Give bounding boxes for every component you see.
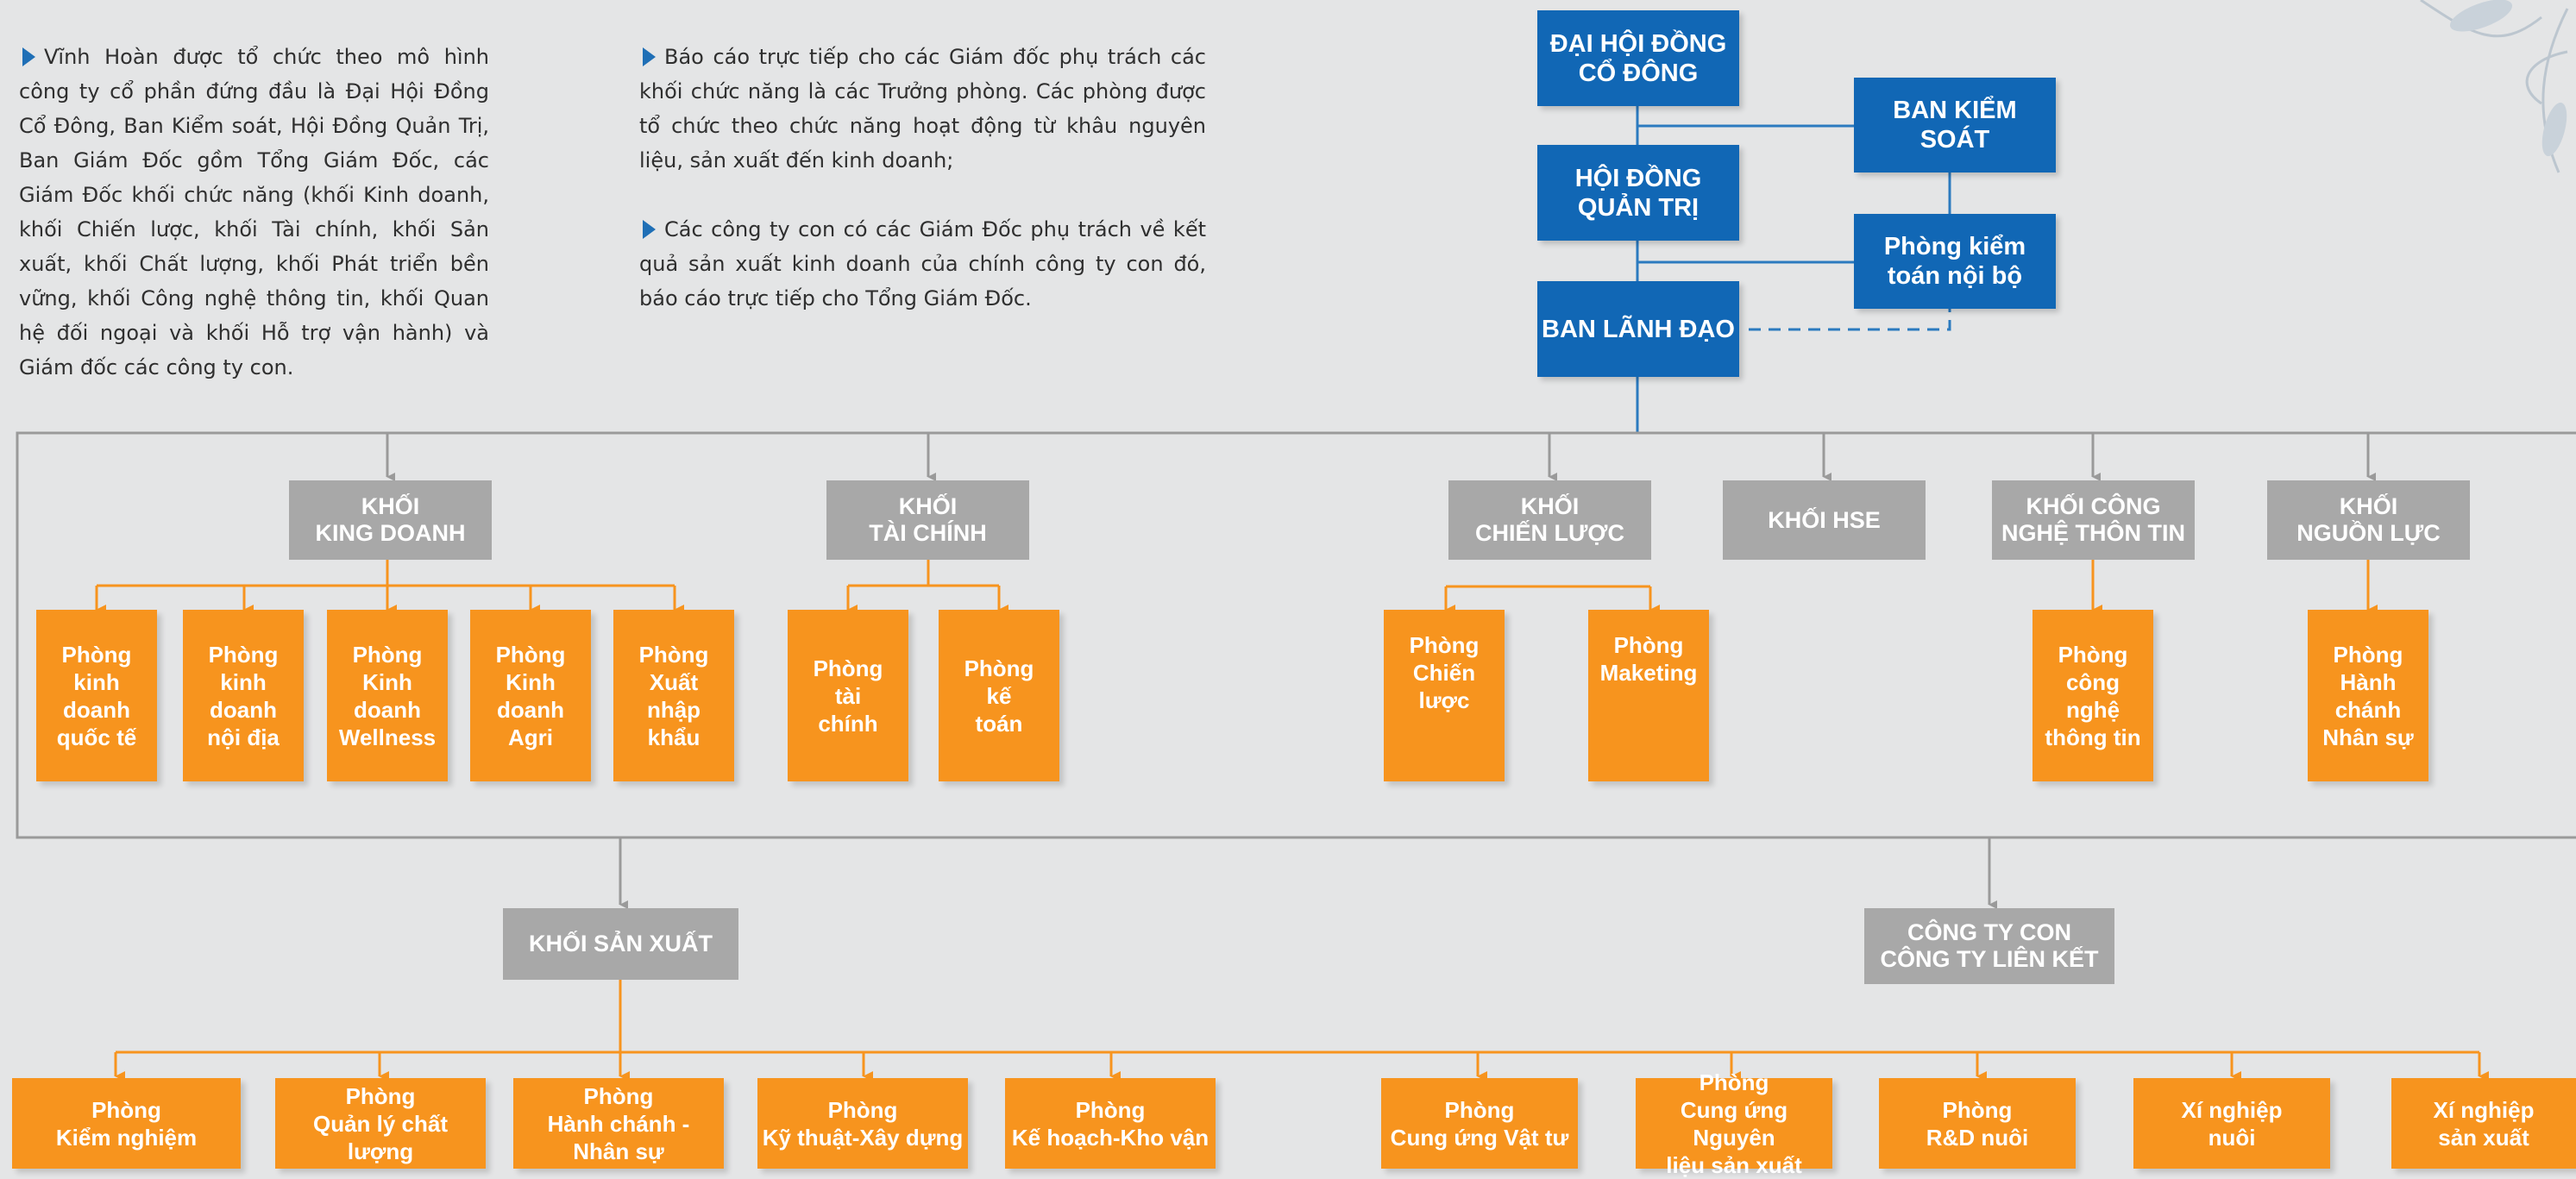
phong-maketing-box: Phòng Maketing	[1588, 610, 1709, 781]
khoi-chien-luoc-box: KHỐI CHIẾN LƯỢC	[1448, 480, 1651, 560]
phong-cong-nghe-thong-tin-box: Phòng công nghệ thông tin	[2033, 610, 2153, 781]
phong-xuat-nhap-khau-box: Phòng Xuất nhập khẩu	[613, 610, 734, 781]
triangle-bullet-icon	[643, 220, 656, 239]
intro-column-2: Báo cáo trực tiếp cho các Giám đốc phụ t…	[639, 40, 1206, 350]
dai-hoi-dong-co-dong-box: ĐẠI HỘI ĐỒNG CỔ ĐÔNG	[1537, 10, 1739, 106]
phong-cung-ung-nguyen-lieu-box: Phòng Cung ứng Nguyên liệu sản xuất	[1636, 1069, 1832, 1178]
triangle-bullet-icon	[643, 47, 656, 66]
phong-tai-chinh-box: Phòng tài chính	[788, 610, 908, 781]
phong-quan-ly-chat-luong-box: Phòng Quản lý chất lượng	[275, 1078, 486, 1169]
phong-ke-toan-box: Phòng kế toán	[939, 610, 1059, 781]
khoi-nguon-luc-box: KHỐI NGUỒN LỰC	[2267, 480, 2470, 560]
phong-kinh-doanh-agri-box: Phòng Kinh doanh Agri	[470, 610, 591, 781]
khoi-san-xuat-box: KHỐI SẢN XUẤT	[503, 908, 738, 980]
intro-text: Các công ty con có các Giám Đốc phụ trác…	[639, 217, 1206, 310]
phong-kinh-doanh-wellness-box: Phòng Kinh doanh Wellness	[327, 610, 448, 781]
xi-nghiep-san-xuat-box: Xí nghiệp sản xuất	[2391, 1078, 2576, 1169]
phong-ke-hoach-kho-van-box: Phòng Kế hoạch-Kho vận	[1005, 1078, 1216, 1169]
hoi-dong-quan-tri-box: HỘI ĐỒNG QUẢN TRỊ	[1537, 145, 1739, 241]
phong-chien-luoc-box: Phòng Chiến lược	[1384, 610, 1505, 781]
phong-kiem-toan-noi-bo-box: Phòng kiểm toán nội bộ	[1854, 214, 2056, 309]
intro-text: Báo cáo trực tiếp cho các Giám đốc phụ t…	[639, 45, 1206, 172]
intro-paragraph: Báo cáo trực tiếp cho các Giám đốc phụ t…	[639, 40, 1206, 178]
khoi-hse-box: KHỐI HSE	[1723, 480, 1926, 560]
ban-kiem-soat-box: BAN KIỂM SOÁT	[1854, 78, 2056, 172]
phong-hanh-chanh-nhan-su-san-xuat-box: Phòng Hành chánh - Nhân sự	[513, 1078, 724, 1169]
intro-paragraph: Vĩnh Hoàn được tổ chức theo mô hình công…	[19, 40, 489, 385]
xi-nghiep-nuoi-box: Xí nghiệp nuôi	[2133, 1078, 2330, 1169]
phong-kinh-doanh-noi-dia-box: Phòng kinh doanh nội địa	[183, 610, 304, 781]
phong-ky-thuat-xay-dung-box: Phòng Kỹ thuật-Xây dựng	[757, 1078, 968, 1169]
phong-kinh-doanh-quoc-te-box: Phòng kinh doanh quốc tế	[36, 610, 157, 781]
khoi-cong-nghe-thong-tin-box: KHỐI CÔNG NGHỆ THÔN TIN	[1992, 480, 2195, 560]
phong-rd-nuoi-box: Phòng R&D nuôi	[1879, 1078, 2076, 1169]
decorative-leaf-icon	[2420, 0, 2569, 173]
intro-paragraph: Các công ty con có các Giám Đốc phụ trác…	[639, 212, 1206, 316]
phong-hanh-chanh-nhan-su-box: Phòng Hành chánh Nhân sự	[2308, 610, 2428, 781]
phong-kiem-nghiem-box: Phòng Kiểm nghiệm	[12, 1078, 241, 1169]
khoi-tai-chinh-box: KHỐI TÀI CHÍNH	[826, 480, 1029, 560]
intro-column-1: Vĩnh Hoàn được tổ chức theo mô hình công…	[19, 40, 489, 419]
khoi-kinh-doanh-box: KHỐI KING DOANH	[289, 480, 492, 560]
cong-ty-con-box: CÔNG TY CON CÔNG TY LIÊN KẾT	[1864, 908, 2114, 984]
ban-lanh-dao-box: BAN LÃNH ĐẠO	[1537, 281, 1739, 377]
intro-text: Vĩnh Hoàn được tổ chức theo mô hình công…	[19, 45, 489, 379]
phong-cung-ung-vat-tu-box: Phòng Cung ứng Vật tư	[1381, 1078, 1578, 1169]
triangle-bullet-icon	[22, 47, 35, 66]
